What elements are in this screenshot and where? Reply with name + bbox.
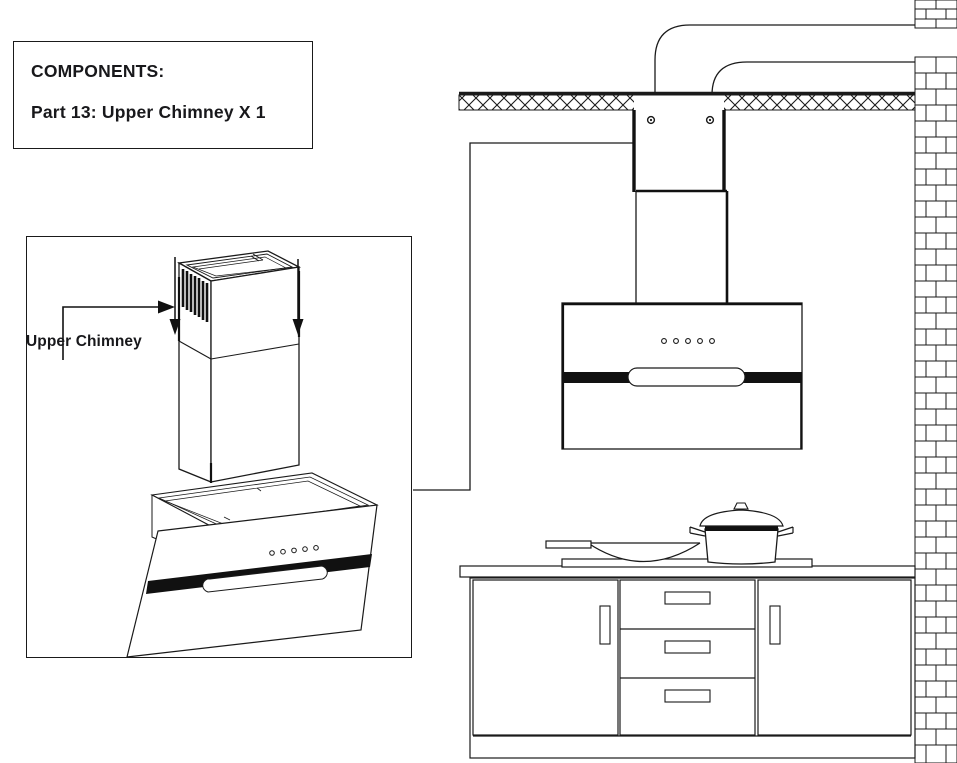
base-cabinet bbox=[469, 577, 916, 759]
stockpot-handle-left bbox=[689, 526, 706, 537]
cabinet-drawer-handle-1 bbox=[664, 591, 711, 605]
stockpot-lid bbox=[699, 509, 784, 527]
stockpot-handle-right bbox=[777, 526, 794, 537]
lower-chimney bbox=[635, 189, 729, 306]
brick-wall bbox=[914, 0, 957, 763]
components-heading: COMPONENTS: bbox=[31, 61, 165, 81]
components-box: COMPONENTS: Part 13: Upper Chimney X 1 bbox=[13, 41, 313, 149]
cabinet-door-right bbox=[757, 579, 912, 736]
hood-control-buttons bbox=[661, 338, 715, 344]
duct-lower bbox=[711, 61, 915, 96]
upper-chimney-label: Upper Chimney bbox=[26, 333, 142, 350]
hood-body bbox=[561, 302, 803, 450]
hood-handle-strip bbox=[627, 367, 746, 387]
hob bbox=[561, 558, 813, 568]
cabinet-drawer-handle-2 bbox=[664, 640, 711, 654]
duct-upper bbox=[654, 24, 915, 95]
chimney-right-face bbox=[210, 266, 300, 483]
stockpot-rim bbox=[705, 526, 778, 531]
cabinet-drawer-column bbox=[619, 579, 756, 736]
chimney-screw-icon bbox=[646, 115, 715, 125]
cabinet-door-left bbox=[472, 579, 619, 736]
upper-chimney-illustration bbox=[62, 250, 379, 658]
cabinet-drawer-handle-3 bbox=[664, 689, 711, 703]
chimney-edge-guides bbox=[177, 271, 301, 483]
stockpot bbox=[689, 502, 794, 565]
wok-handle bbox=[545, 540, 592, 549]
illustration-panel bbox=[26, 236, 412, 658]
hood-control-buttons bbox=[269, 545, 319, 556]
cabinet-door-right-handle bbox=[769, 605, 781, 645]
cabinet-door-left-handle bbox=[599, 605, 611, 645]
stockpot-knob bbox=[733, 502, 749, 510]
components-part-line: Part 13: Upper Chimney X 1 bbox=[31, 102, 266, 122]
wok bbox=[545, 540, 701, 563]
callout-pointer bbox=[62, 300, 175, 360]
countertop bbox=[459, 565, 916, 578]
hood-handle-strip bbox=[202, 565, 328, 593]
ceiling bbox=[458, 91, 916, 111]
chimney-vent-grille bbox=[181, 269, 209, 322]
upper-chimney bbox=[632, 110, 726, 192]
